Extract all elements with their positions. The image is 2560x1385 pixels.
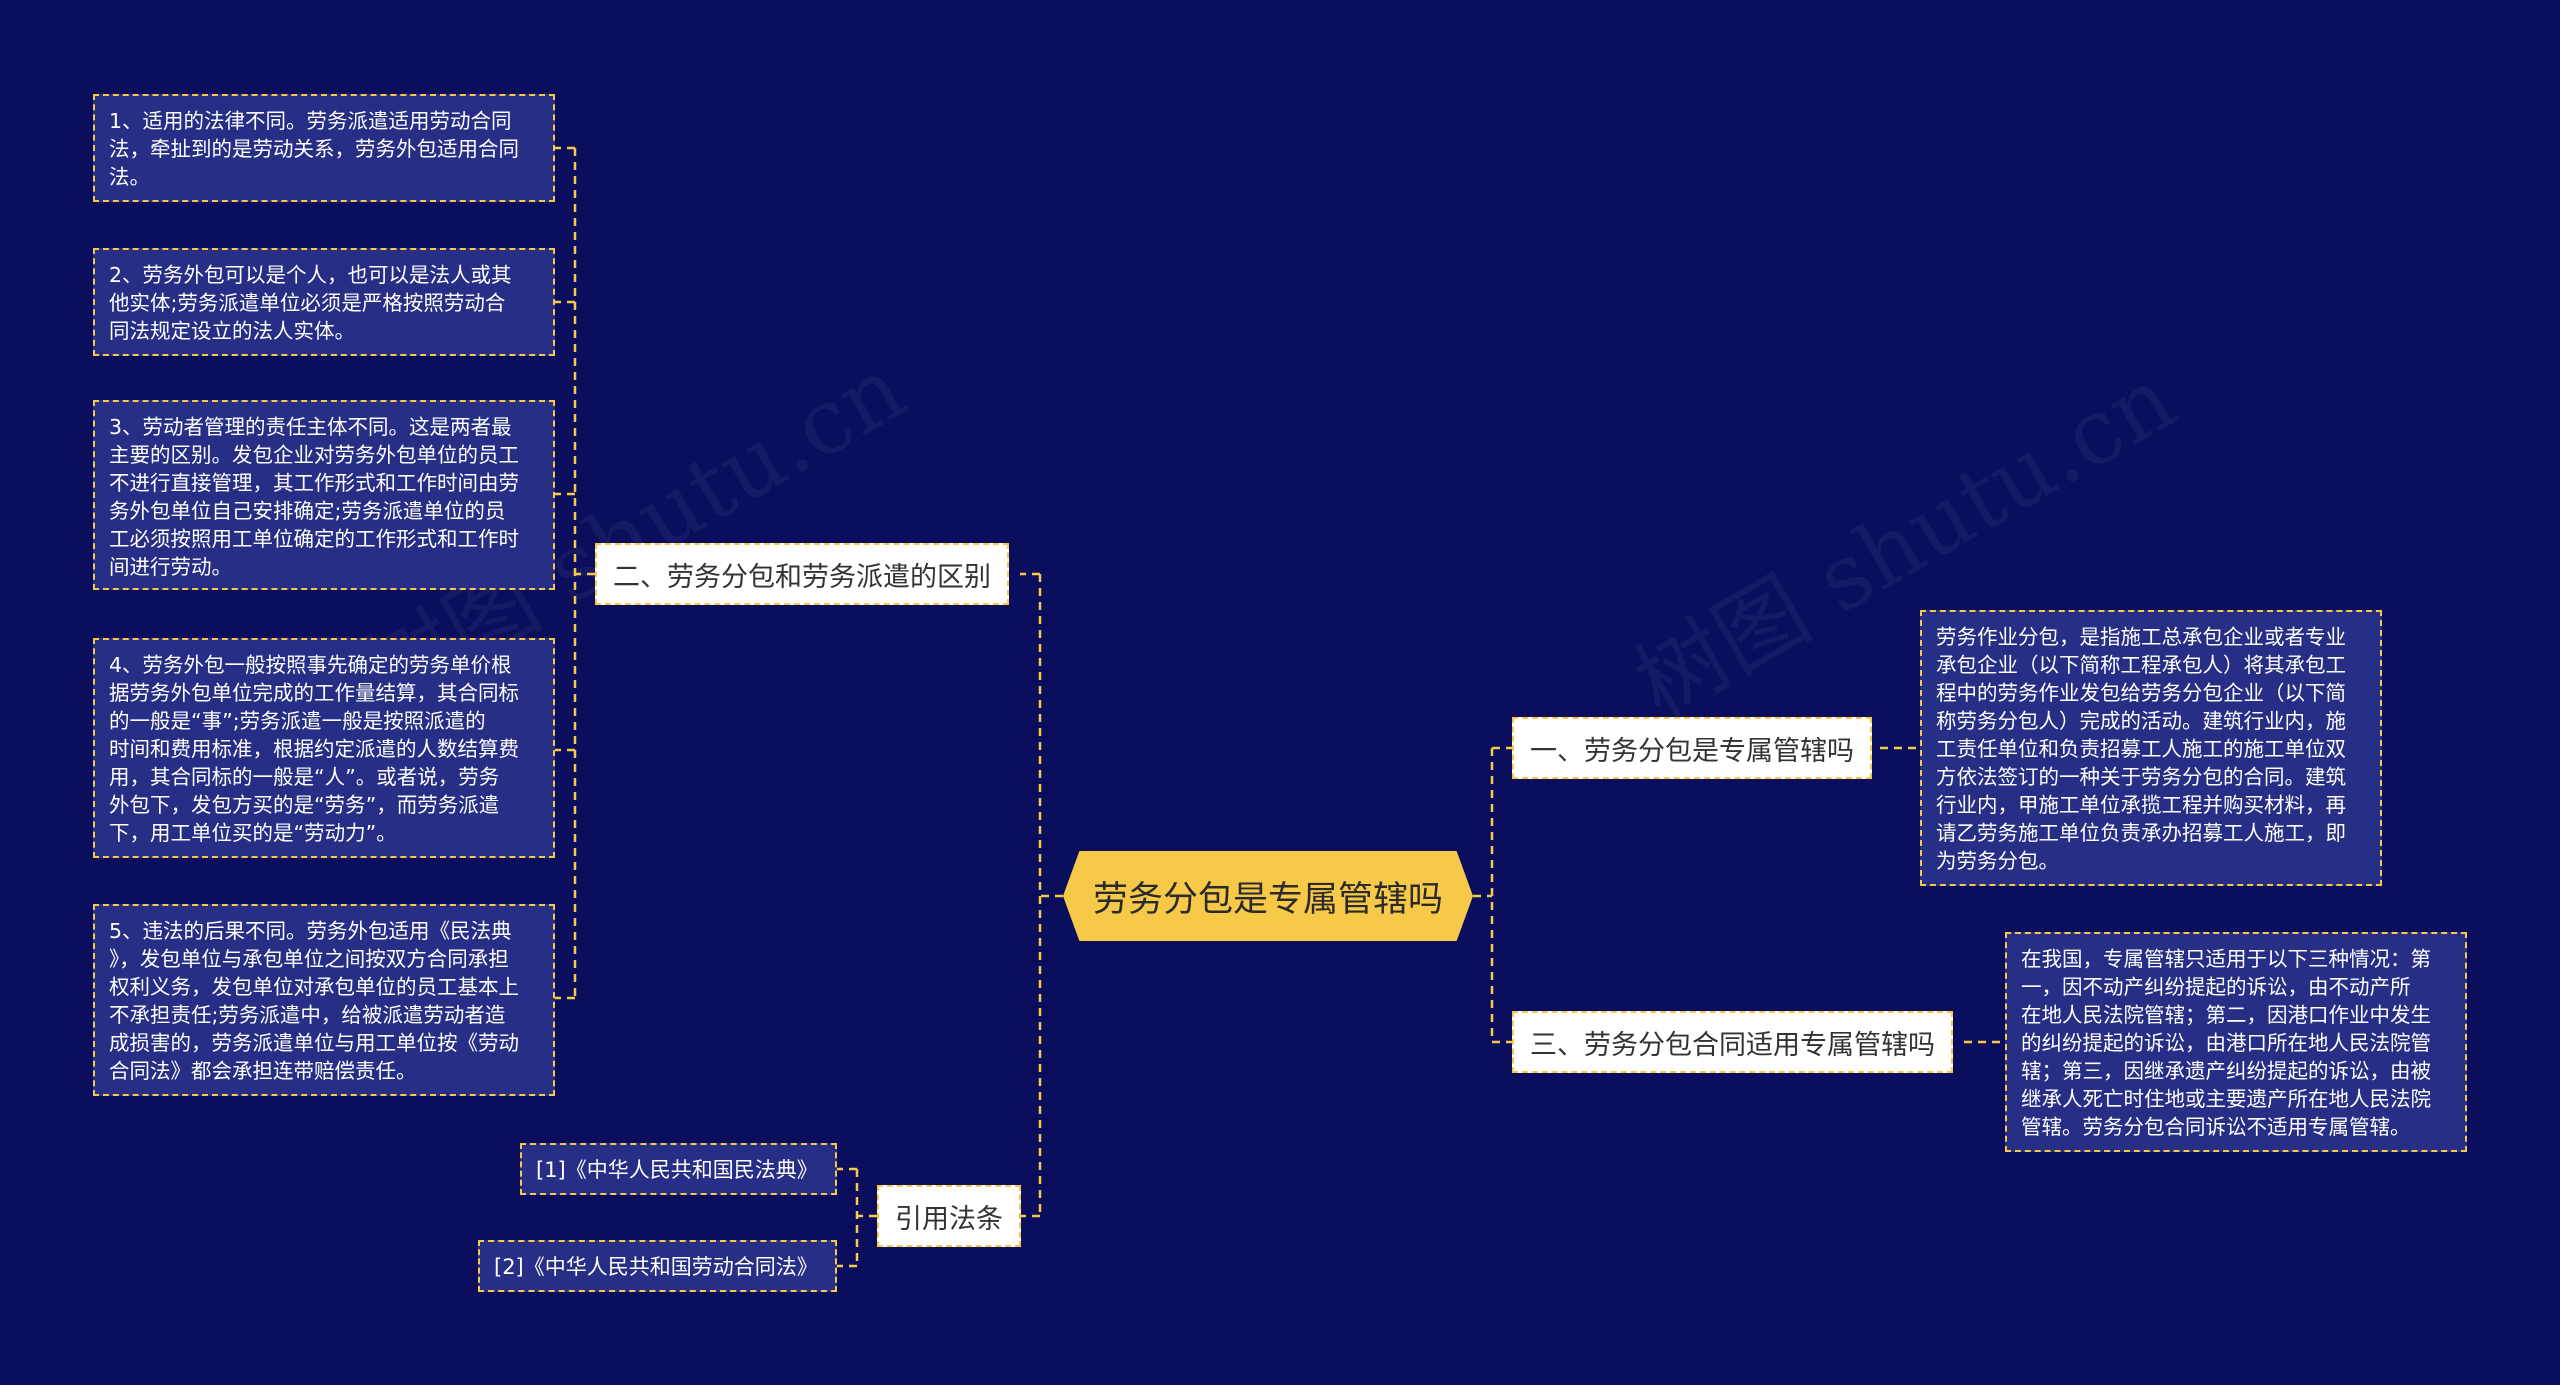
branch-node-3[interactable]: 三、劳务分包合同适用专属管辖吗 <box>1512 1011 1953 1073</box>
branch-node-1[interactable]: 一、劳务分包是专属管辖吗 <box>1512 717 1872 779</box>
reference-label: [1]《中华人民共和国民法典》 <box>536 1158 818 1182</box>
branch-label: 引用法条 <box>895 1203 1003 1235</box>
leaf-node-2[interactable]: 2、劳务外包可以是个人，也可以是法人或其 他实体;劳务派遣单位必须是严格按照劳动… <box>93 248 555 356</box>
leaf-node-6[interactable]: 劳务作业分包，是指施工总承包企业或者专业 承包企业（以下简称工程承包人）将其承包… <box>1920 610 2382 886</box>
reference-node-1[interactable]: [1]《中华人民共和国民法典》 <box>520 1143 837 1195</box>
leaf-text: 5、违法的后果不同。劳务外包适用《民法典 》，发包单位与承包单位之间按双方合同承… <box>109 919 519 1083</box>
root-node[interactable]: 劳务分包是专属管辖吗 <box>1063 851 1473 941</box>
leaf-node-7[interactable]: 在我国，专属管辖只适用于以下三种情况：第 一，因不动产纠纷提起的诉讼，由不动产所… <box>2005 932 2467 1152</box>
leaf-node-1[interactable]: 1、适用的法律不同。劳务派遣适用劳动合同 法，牵扯到的是劳动关系，劳务外包适用合… <box>93 94 555 202</box>
leaf-node-3[interactable]: 3、劳动者管理的责任主体不同。这是两者最 主要的区别。发包企业对劳务外包单位的员… <box>93 400 555 590</box>
branch-label: 三、劳务分包合同适用专属管辖吗 <box>1530 1029 1935 1061</box>
leaf-node-5[interactable]: 5、违法的后果不同。劳务外包适用《民法典 》，发包单位与承包单位之间按双方合同承… <box>93 904 555 1096</box>
leaf-text: 4、劳务外包一般按照事先确定的劳务单价根 据劳务外包单位完成的工作量结算，其合同… <box>109 653 519 845</box>
leaf-text: 2、劳务外包可以是个人，也可以是法人或其 他实体;劳务派遣单位必须是严格按照劳动… <box>109 263 512 343</box>
root-label: 劳务分包是专属管辖吗 <box>1092 879 1443 920</box>
leaf-text: 1、适用的法律不同。劳务派遣适用劳动合同 法，牵扯到的是劳动关系，劳务外包适用合… <box>109 109 519 189</box>
branch-label: 一、劳务分包是专属管辖吗 <box>1530 735 1854 767</box>
reference-node-2[interactable]: [2]《中华人民共和国劳动合同法》 <box>478 1240 837 1292</box>
leaf-text: 在我国，专属管辖只适用于以下三种情况：第 一，因不动产纠纷提起的诉讼，由不动产所… <box>2021 947 2431 1139</box>
leaf-node-4[interactable]: 4、劳务外包一般按照事先确定的劳务单价根 据劳务外包单位完成的工作量结算，其合同… <box>93 638 555 858</box>
branch-node-2[interactable]: 二、劳务分包和劳务派遣的区别 <box>595 543 1009 605</box>
branch-node-4[interactable]: 引用法条 <box>877 1185 1021 1247</box>
branch-label: 二、劳务分包和劳务派遣的区别 <box>613 561 991 593</box>
leaf-text: 3、劳动者管理的责任主体不同。这是两者最 主要的区别。发包企业对劳务外包单位的员… <box>109 415 519 579</box>
leaf-text: 劳务作业分包，是指施工总承包企业或者专业 承包企业（以下简称工程承包人）将其承包… <box>1936 625 2346 873</box>
reference-label: [2]《中华人民共和国劳动合同法》 <box>494 1255 818 1279</box>
